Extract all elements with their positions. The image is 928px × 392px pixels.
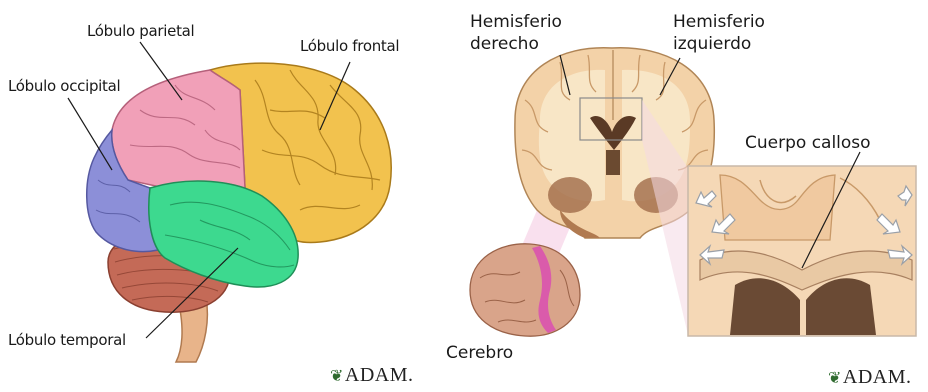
label-corpus-callosum: Cuerpo calloso [745, 133, 871, 153]
small-brain [470, 244, 580, 336]
label-parietal-lobe: Lóbulo parietal [87, 21, 194, 41]
leader-occipital [68, 98, 112, 170]
label-cerebro: Cerebro [446, 343, 513, 363]
parietal-lobe [112, 70, 245, 188]
label-left-hemisphere-line1: Hemisferio [673, 12, 765, 32]
leaf-icon: ❦ [828, 370, 842, 387]
label-frontal-lobe: Lóbulo frontal [300, 36, 399, 56]
label-right-hemisphere-line2: derecho [470, 34, 539, 54]
label-left-hemisphere-line2: izquierdo [673, 34, 751, 54]
label-occipital-lobe: Lóbulo occipital [8, 76, 120, 96]
adam-logo-right: ❦ADAM. [828, 366, 912, 389]
label-temporal-lobe: Lóbulo temporal [8, 330, 126, 350]
label-right-hemisphere-line1: Hemisferio [470, 12, 562, 32]
adam-logo-left: ❦ADAM. [330, 364, 414, 387]
leaf-icon: ❦ [330, 368, 344, 385]
